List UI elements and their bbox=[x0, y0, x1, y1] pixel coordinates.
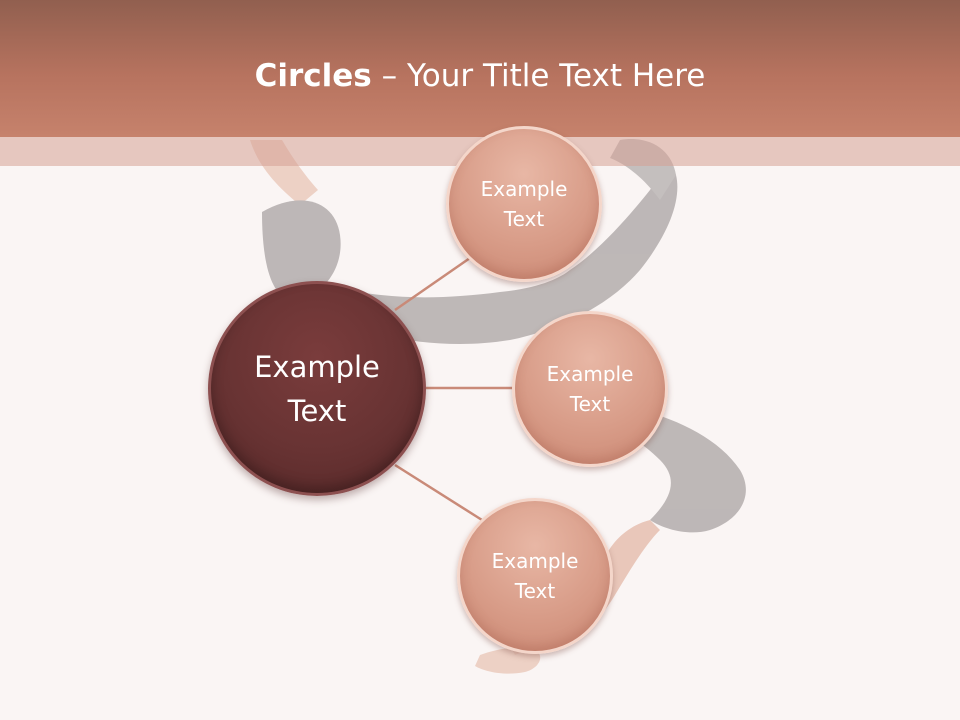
node-circle-label: Example Text bbox=[491, 549, 579, 603]
center-circle-label: Example Text bbox=[254, 349, 380, 428]
node-circle-label: Example Text bbox=[546, 362, 634, 416]
connector-line-3 bbox=[394, 463, 483, 522]
slide-title: Circles – Your Title Text Here bbox=[0, 56, 960, 96]
node-circle-3[interactable]: Example Text bbox=[457, 498, 613, 654]
node-circle-2[interactable]: Example Text bbox=[512, 311, 668, 467]
center-circle[interactable]: Example Text bbox=[208, 281, 426, 496]
connector-line-1 bbox=[394, 256, 471, 312]
node-circle-label: Example Text bbox=[480, 177, 568, 231]
title-bold: Circles bbox=[254, 58, 372, 94]
title-rest: – Your Title Text Here bbox=[371, 58, 706, 94]
node-circle-1[interactable]: Example Text bbox=[446, 126, 602, 282]
title-bar: Circles – Your Title Text Here bbox=[0, 0, 960, 137]
